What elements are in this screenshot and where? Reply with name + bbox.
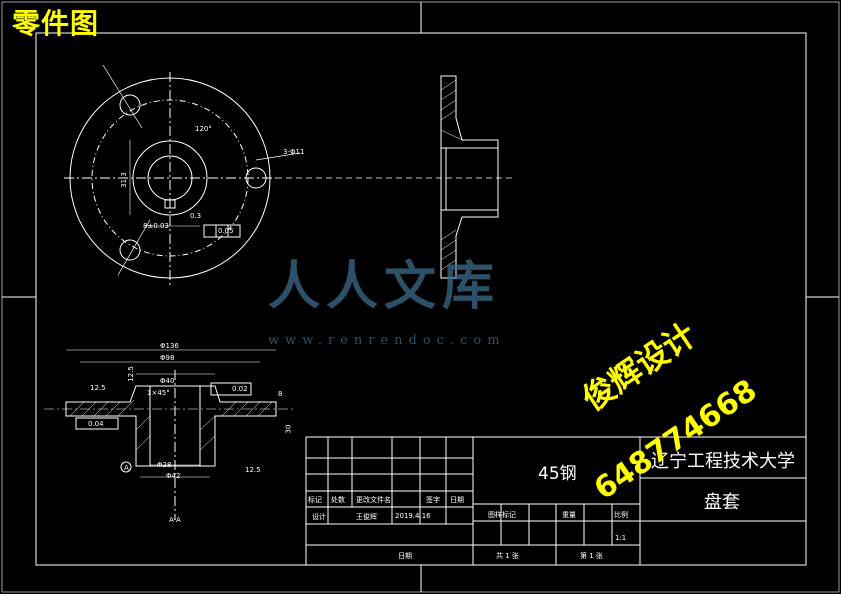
title-block-frame — [305, 436, 807, 566]
scale-value: 1:1 — [615, 534, 627, 542]
section-hatch — [69, 399, 273, 451]
dim-holes: 3-Φ11 — [283, 148, 305, 156]
material: 45钢 — [538, 464, 577, 484]
sheets-total: 共 1 张 — [496, 552, 519, 560]
stage-label-0: 图样标记 — [488, 511, 516, 519]
dim-tol1: 0.3 — [190, 212, 202, 220]
section-a-a — [44, 349, 296, 520]
front-view-disk — [64, 64, 512, 285]
section-label: A-A — [169, 516, 181, 524]
dim-chamfer: 1×45° — [147, 389, 170, 397]
sheet-label: 零件图 — [12, 7, 100, 40]
dim-height: 30 — [284, 424, 293, 434]
dim-hub: Φ40 — [160, 377, 175, 385]
stage-label-2: 比例 — [614, 511, 628, 519]
dim-tol4: 0.04 — [88, 420, 104, 428]
dim-rough3: 12.5 — [126, 366, 135, 382]
dim-tol3: 0.02 — [232, 385, 248, 393]
dim-keyway-depth: 31.3 — [119, 172, 128, 188]
dim-flange: 8 — [278, 390, 283, 398]
date-label: 日期 — [398, 552, 412, 560]
sheet-no: 第 1 张 — [580, 552, 603, 560]
side-section-view — [440, 75, 499, 279]
dim-rough1: 12.5 — [90, 384, 106, 392]
dim-bore2: Φ42 — [166, 472, 181, 480]
side-section-hatch — [440, 79, 498, 271]
school-name: 辽宁工程技术大学 — [651, 451, 795, 472]
datum-a: A — [124, 464, 129, 472]
watermark-brand: 人人文库 — [268, 257, 501, 317]
tb-header-0: 标记 — [308, 496, 322, 504]
dim-outer: Φ136 — [160, 342, 179, 350]
dim-rough2: 12.5 — [245, 466, 261, 474]
dim-bolt: Φ98 — [160, 354, 175, 362]
dim-tol2: 0.05 — [218, 227, 234, 235]
tb-header-2: 更改文件名 — [356, 496, 391, 504]
design-date: 2019.4.16 — [395, 512, 431, 520]
watermark-url: www.renrendoc.com — [268, 333, 506, 348]
tb-header-3: 签字 — [426, 496, 440, 504]
part-name: 盘套 — [704, 492, 740, 513]
design-label: 设计 — [312, 513, 326, 521]
dim-bore: Φ28 — [157, 461, 172, 469]
stage-label-1: 重量 — [562, 511, 576, 519]
tb-header-4: 日期 — [450, 496, 464, 504]
designer: 王俊辉 — [356, 513, 377, 521]
dim-angle: 120° — [195, 125, 212, 133]
dim-keyway-width: 8±0.03 — [143, 222, 169, 230]
tb-header-1: 处数 — [331, 496, 345, 504]
